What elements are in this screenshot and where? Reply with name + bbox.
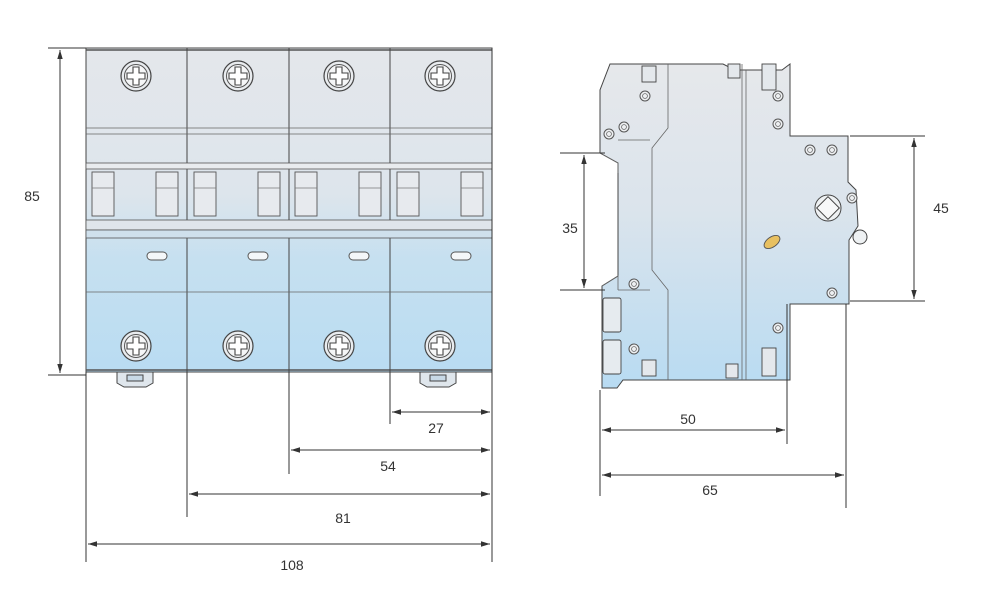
terminal-blocks xyxy=(641,63,777,379)
pole-dividers xyxy=(186,48,391,372)
depth-label-65: 65 xyxy=(702,482,718,498)
din-clips xyxy=(116,371,457,388)
width-label-54: 54 xyxy=(380,458,396,474)
handle-bar xyxy=(85,162,493,239)
side-rail-dimension: 35 xyxy=(560,152,605,291)
width-label-108: 108 xyxy=(280,557,304,573)
side-depth-dimensions: 50 65 xyxy=(599,304,847,508)
side-view xyxy=(599,63,868,389)
square-knob xyxy=(814,194,842,222)
latch xyxy=(763,229,868,250)
height-label: 85 xyxy=(24,188,40,204)
front-width-dimensions: 27 54 81 108 xyxy=(85,48,493,573)
rail-label: 35 xyxy=(562,220,578,236)
front-view xyxy=(85,47,493,388)
front-height-dimension: 85 xyxy=(24,47,86,376)
body-label: 45 xyxy=(933,200,949,216)
rail-slots xyxy=(602,297,622,375)
indicator-slots xyxy=(146,251,472,261)
width-label-81: 81 xyxy=(335,510,351,526)
side-body xyxy=(599,63,859,389)
side-body-dimension: 45 xyxy=(850,135,949,302)
depth-label-50: 50 xyxy=(680,411,696,427)
width-label-27: 27 xyxy=(428,420,444,436)
